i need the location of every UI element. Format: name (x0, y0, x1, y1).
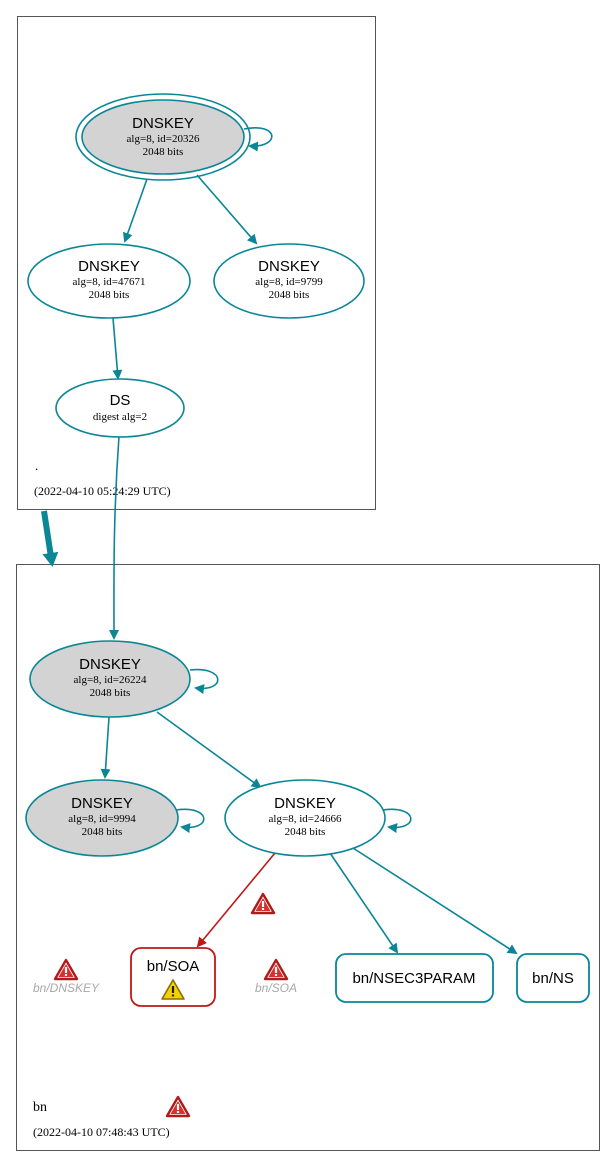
node-root-zsk1-line2: 2048 bits (89, 289, 130, 301)
edge-zsk-self-loop (382, 808, 412, 834)
node-bn-ksk-title: DNSKEY (79, 656, 141, 673)
edge-zsk1-to-ds (112, 317, 123, 380)
node-bn-zsk[interactable]: DNSKEY alg=8, id=24666 2048 bits (224, 779, 386, 857)
node-root-ds-line1: digest alg=2 (93, 411, 147, 423)
node-bn-zsk-title: DNSKEY (274, 795, 336, 812)
error-bn-dnskey-label: bn/DNSKEY (33, 981, 100, 995)
edge-ds-to-bn-ksk (108, 435, 120, 640)
node-bn-key2-line2: 2048 bits (82, 826, 123, 838)
edge-zsk-to-nsec3param (329, 852, 399, 954)
node-bn-nsec3param[interactable]: bn/NSEC3PARAM (335, 953, 494, 1003)
soa-error-icon (263, 958, 289, 981)
zone-root-name: . (35, 458, 38, 473)
node-bn-ksk[interactable]: DNSKEY alg=8, id=26224 2048 bits (29, 640, 191, 718)
zone-root-timestamp: (2022-04-10 05:24:29 UTC) (34, 484, 171, 498)
error-bn-soa[interactable]: bn/SOA (255, 958, 297, 995)
node-root-ksk-title: DNSKEY (132, 115, 194, 132)
node-bn-ns[interactable]: bn/NS (516, 953, 590, 1003)
node-root-ds-title: DS (110, 392, 131, 409)
edge-bn-ksk-to-key2 (100, 716, 111, 779)
edge-key2-self-loop (175, 808, 205, 834)
node-root-zsk1-title: DNSKEY (78, 258, 140, 275)
node-bn-ksk-line1: alg=8, id=26224 (74, 674, 147, 686)
node-bn-zsk-line1: alg=8, id=24666 (269, 813, 342, 825)
node-root-ds[interactable]: DS digest alg=2 (55, 378, 185, 438)
node-root-ksk-line1: alg=8, id=20326 (127, 133, 200, 145)
node-bn-soa-title: bn/SOA (147, 958, 200, 975)
node-root-ksk-line2: 2048 bits (143, 146, 184, 158)
zone-bn-error-icon (165, 1095, 191, 1118)
node-root-zsk1[interactable]: DNSKEY alg=8, id=47671 2048 bits (27, 243, 191, 319)
node-bn-ns-title: bn/NS (532, 970, 574, 987)
edge-bn-ksk-self-loop (189, 668, 219, 695)
edge-ksk-to-zsk2 (196, 174, 258, 245)
node-bn-key2-title: DNSKEY (71, 795, 133, 812)
edge-bn-ksk-to-zsk (156, 711, 262, 789)
edge-ksk-self-loop (243, 127, 273, 152)
node-bn-zsk-line2: 2048 bits (285, 826, 326, 838)
node-bn-soa[interactable]: bn/SOA (130, 947, 216, 1007)
zone-root-box (17, 16, 376, 510)
edge-zsk-to-soa (196, 852, 276, 948)
dnskey-error-icon (53, 958, 79, 981)
edge-error-icon (250, 892, 276, 915)
node-root-zsk2[interactable]: DNSKEY alg=8, id=9799 2048 bits (213, 243, 365, 319)
node-root-zsk2-line2: 2048 bits (269, 289, 310, 301)
zone-bn-name: bn (33, 1100, 47, 1115)
error-bn-soa-label: bn/SOA (255, 981, 297, 995)
node-bn-key2-line1: alg=8, id=9994 (68, 813, 136, 825)
zone-bn-timestamp: (2022-04-10 07:48:43 UTC) (33, 1125, 170, 1139)
zone-bn-box (16, 564, 600, 1151)
node-root-zsk2-line1: alg=8, id=9799 (255, 276, 323, 288)
node-root-ksk[interactable]: DNSKEY alg=8, id=20326 2048 bits (75, 93, 251, 181)
node-bn-nsec3param-title: bn/NSEC3PARAM (352, 970, 475, 987)
edge-zsk-to-ns (352, 847, 518, 955)
delegation-arrow (41, 510, 59, 567)
node-root-zsk2-title: DNSKEY (258, 258, 320, 275)
node-root-zsk1-line1: alg=8, id=47671 (73, 276, 146, 288)
node-bn-key2[interactable]: DNSKEY alg=8, id=9994 2048 bits (25, 779, 179, 857)
edge-ksk-to-zsk1 (122, 178, 148, 243)
error-bn-dnskey[interactable]: bn/DNSKEY (33, 958, 100, 995)
node-bn-ksk-line2: 2048 bits (90, 687, 131, 699)
